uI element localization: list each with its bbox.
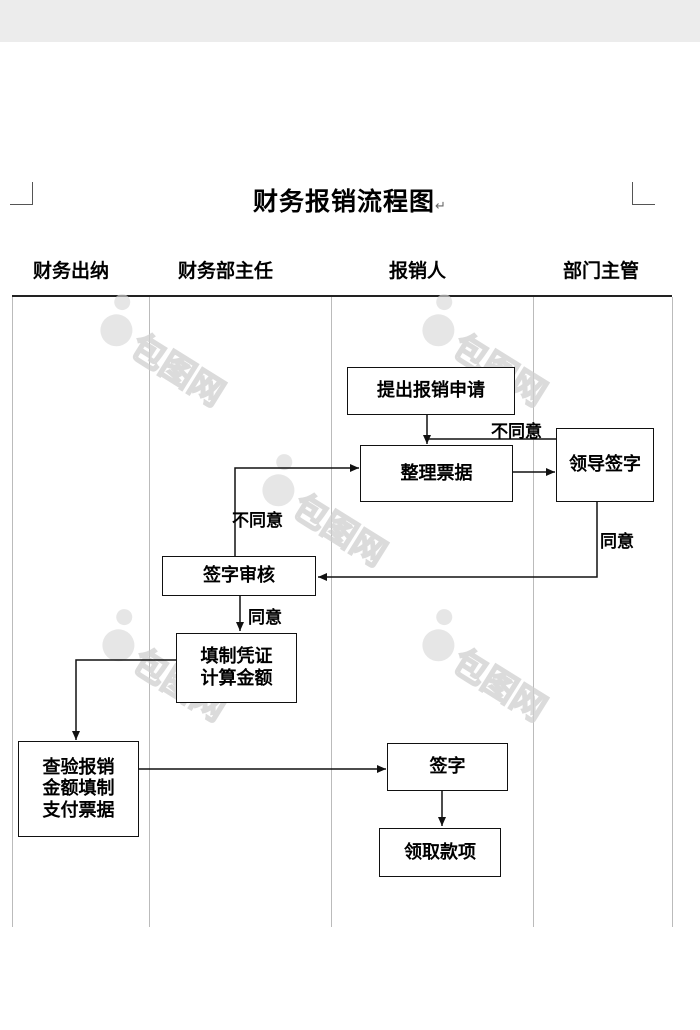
header-divider: [12, 295, 672, 297]
label-leader-agree: 同意: [600, 532, 634, 552]
page-title: 财务报销流程图↵: [0, 182, 700, 218]
node-signature-review: 签字审核: [162, 556, 316, 596]
node-leader-signature: 领导签字: [556, 428, 654, 502]
label-leader-disagree: 不同意: [491, 422, 542, 442]
node-sign: 签字: [387, 743, 508, 791]
lane-header-cashier: 财务出纳: [33, 260, 110, 282]
node-fill-voucher: 填制凭证 计算金额: [176, 633, 297, 703]
lane-divider: [331, 297, 332, 927]
lane-divider: [12, 297, 13, 927]
node-verify-payment-line1: 查验报销: [42, 756, 115, 778]
arrow-voucher-to-verify: [72, 659, 176, 740]
label-review-disagree: 不同意: [232, 511, 283, 531]
crop-mark-left: [10, 182, 33, 205]
node-submit-application: 提出报销申请: [347, 367, 515, 415]
document-page: [0, 42, 700, 1030]
node-verify-payment-line2: 金额填制: [42, 778, 115, 800]
node-fill-voucher-line2: 计算金额: [200, 668, 273, 689]
crop-mark-right: [632, 182, 655, 205]
top-toolbar-strip: [0, 0, 700, 42]
node-fill-voucher-line1: 填制凭证: [200, 646, 273, 668]
watermark-group: 包图网 包图网 包图网 包图网 包图网: [100, 294, 554, 730]
svg-text:包图网: 包图网: [123, 327, 231, 415]
node-organize-receipts: 整理票据: [360, 445, 513, 502]
title-text: 财务报销流程图: [253, 187, 436, 216]
arrow-leader-agree: [318, 501, 598, 581]
lane-divider: [149, 297, 150, 927]
label-review-agree: 同意: [248, 608, 282, 628]
node-verify-payment: 查验报销 金额填制 支付票据: [18, 741, 139, 837]
node-verify-payment-line3: 支付票据: [42, 799, 115, 821]
arrow-review-disagree: [234, 464, 359, 556]
lane-header-claimant: 报销人: [389, 260, 447, 282]
lane-divider: [672, 297, 673, 927]
svg-text:包图网: 包图网: [445, 642, 553, 730]
paragraph-mark: ↵: [435, 199, 447, 214]
lane-divider: [533, 297, 534, 927]
lane-header-department-manager: 部门主管: [563, 260, 640, 282]
node-receive-funds: 领取款项: [379, 828, 501, 877]
lane-header-finance-director: 财务部主任: [178, 260, 274, 282]
